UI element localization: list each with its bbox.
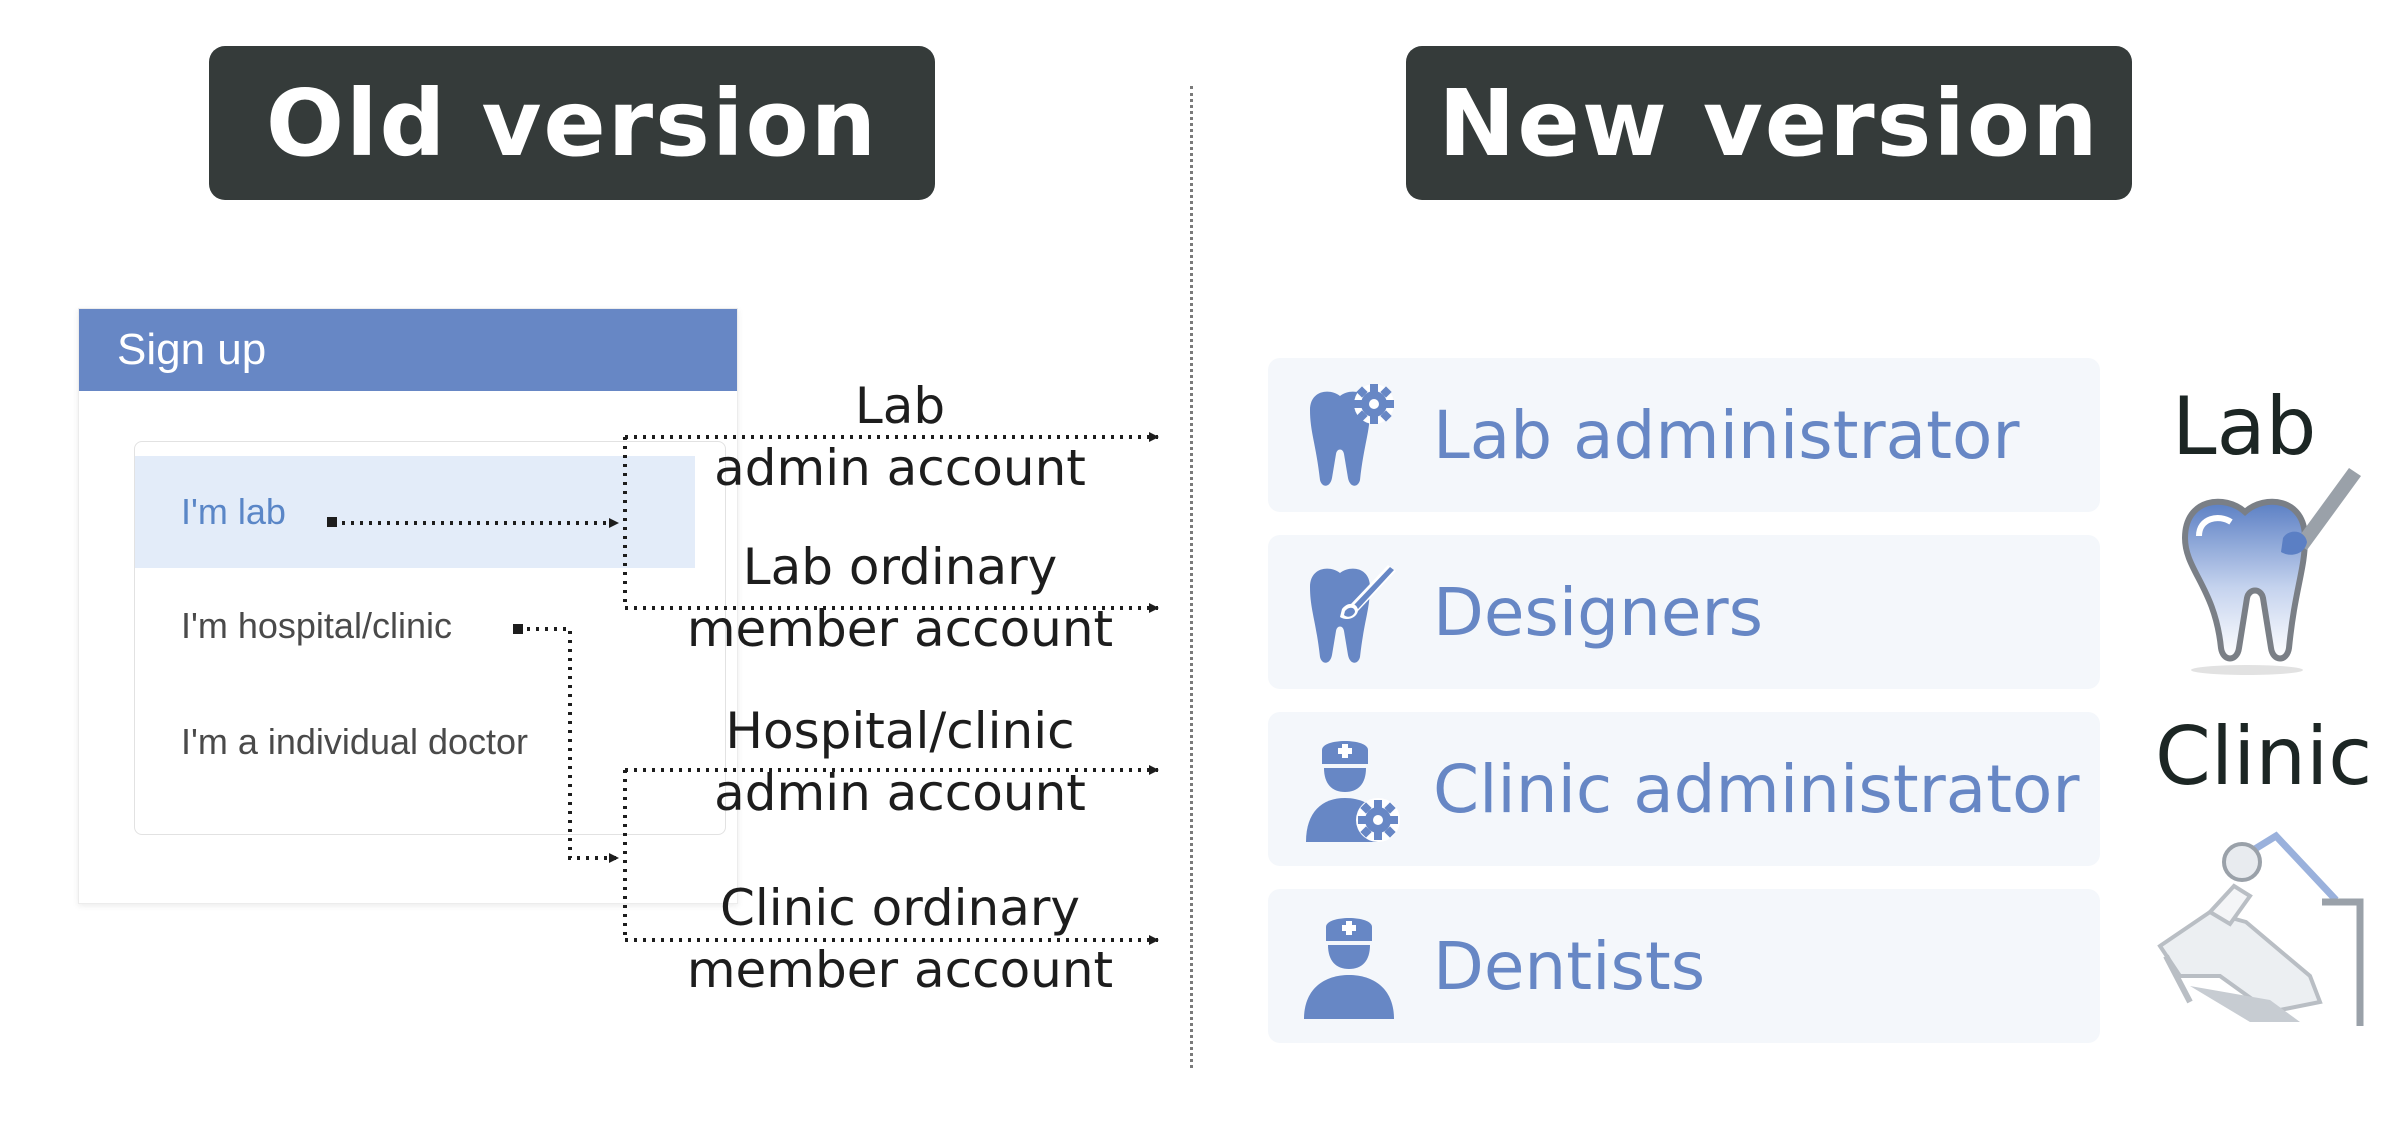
- role-card-clinic-administrator: Clinic administrator: [1268, 712, 2100, 866]
- category-label-clinic: Clinic: [2155, 710, 2373, 803]
- nurse-icon: [1304, 918, 1394, 1019]
- arrow-hospital-to-bracket: [518, 627, 619, 863]
- category-label-lab: Lab: [2172, 380, 2317, 473]
- signup-option-list: I'm lab I'm hospital/clinic I'm a indivi…: [134, 441, 726, 835]
- role-label: Designers: [1433, 573, 1763, 651]
- signup-card: Sign up I'm lab I'm hospital/clinic I'm …: [78, 308, 738, 904]
- role-card-designers: Designers: [1268, 535, 2100, 689]
- dental-chair-illustration: [2157, 831, 2364, 1026]
- arrow-start-dot-hospital: [513, 624, 523, 634]
- option-hospital-clinic[interactable]: I'm hospital/clinic: [181, 605, 452, 646]
- arrow-start-dot-lab: [327, 517, 337, 527]
- old-version-header: Old version: [209, 46, 935, 200]
- tooth-gear-icon: [1310, 384, 1394, 486]
- role-label: Dentists: [1433, 927, 1706, 1005]
- option-lab[interactable]: I'm lab: [135, 456, 695, 568]
- new-version-header: New version: [1406, 46, 2132, 200]
- tooth-brush-icon: [1310, 565, 1396, 663]
- nurse-gear-icon: [1306, 741, 1400, 842]
- section-divider: [1190, 86, 1193, 1068]
- signup-header: Sign up: [79, 309, 737, 391]
- tooth-illustration: [2181, 468, 2361, 675]
- role-label: Lab administrator: [1433, 396, 2020, 474]
- option-individual-doctor[interactable]: I'm a individual doctor: [181, 721, 529, 762]
- role-card-dentists: Dentists: [1268, 889, 2100, 1043]
- role-label: Clinic administrator: [1433, 750, 2080, 828]
- role-card-lab-administrator: Lab administrator: [1268, 358, 2100, 512]
